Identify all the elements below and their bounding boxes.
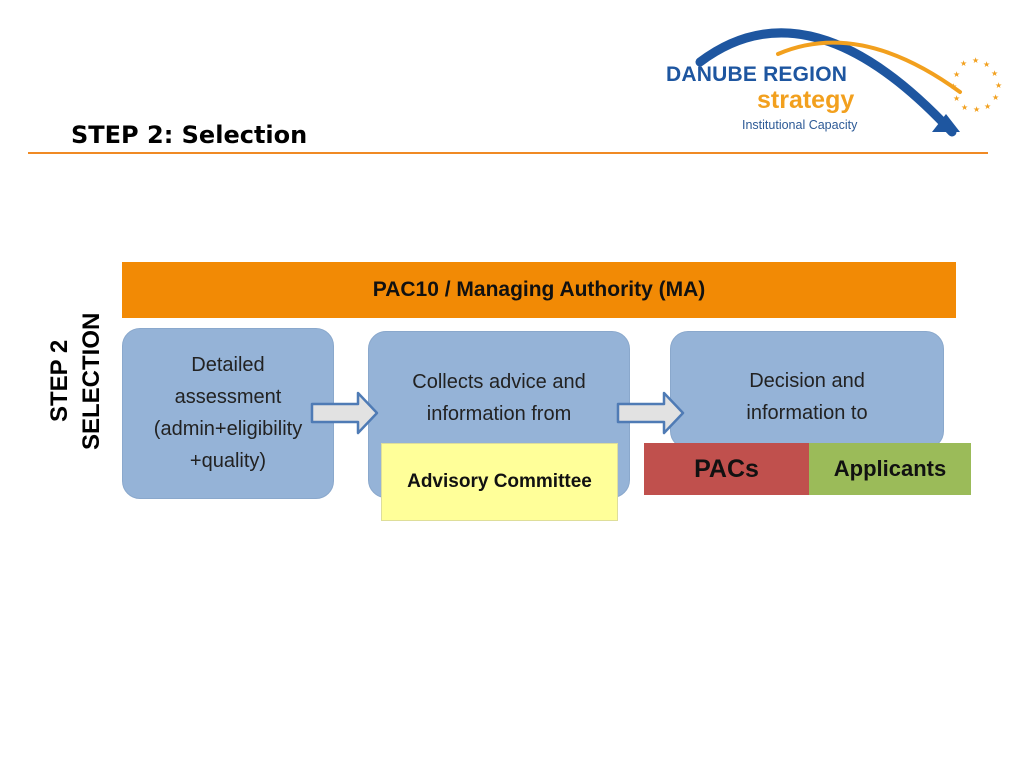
applicants-box: Applicants — [809, 443, 971, 495]
assessment-line: +quality) — [189, 450, 267, 472]
side-label-selection: SELECTION — [78, 312, 105, 450]
assessment-line: Detailed — [191, 354, 265, 376]
svg-text:★: ★ — [992, 93, 999, 102]
svg-text:★: ★ — [953, 70, 960, 79]
slide-title: STEP 2: Selection — [71, 121, 308, 149]
svg-text:★: ★ — [991, 69, 998, 78]
decision-line: Decision and — [749, 370, 865, 392]
svg-text:★: ★ — [960, 59, 967, 68]
svg-text:★: ★ — [950, 82, 957, 91]
pacs-box: PACs — [644, 443, 809, 495]
svg-text:★: ★ — [973, 105, 980, 114]
assessment-line: (admin+eligibility — [153, 418, 303, 440]
managing-authority-bar: PAC10 / Managing Authority (MA) — [122, 262, 956, 318]
svg-text:★: ★ — [953, 94, 960, 103]
svg-text:★: ★ — [983, 60, 990, 69]
collects-advice-line: information from — [426, 403, 572, 425]
decision-line: information to — [746, 402, 868, 424]
title-divider — [28, 152, 988, 154]
assessment-box: Detailed assessment (admin+eligibility +… — [122, 328, 334, 499]
svg-text:★: ★ — [984, 102, 991, 111]
flow-arrow-right-icon — [616, 391, 685, 435]
danube-region-logo: ★ ★ ★ ★ ★ ★ ★ ★ ★ ★ ★ ★ DANUBE REGION st… — [660, 14, 1010, 139]
svg-text:★: ★ — [961, 103, 968, 112]
decision-box: Decision and information to — [670, 331, 944, 449]
logo-arc-icon: ★ ★ ★ ★ ★ ★ ★ ★ ★ ★ ★ ★ — [695, 28, 1002, 137]
svg-text:★: ★ — [995, 81, 1002, 90]
side-label-step: STEP 2 — [46, 339, 73, 423]
collects-advice-line: Collects advice and — [412, 371, 586, 393]
logo-strategy: strategy — [757, 86, 855, 114]
logo-subtitle: Institutional Capacity — [742, 118, 858, 132]
step-side-label: STEP 2 SELECTION — [44, 300, 108, 462]
flow-arrow-right-icon — [310, 391, 379, 435]
advisory-committee-box: Advisory Committee — [381, 443, 618, 521]
svg-text:★: ★ — [972, 56, 979, 65]
assessment-line: assessment — [174, 386, 282, 408]
managing-authority-label: PAC10 / Managing Authority (MA) — [372, 278, 706, 301]
logo-title: DANUBE REGION — [666, 63, 848, 86]
